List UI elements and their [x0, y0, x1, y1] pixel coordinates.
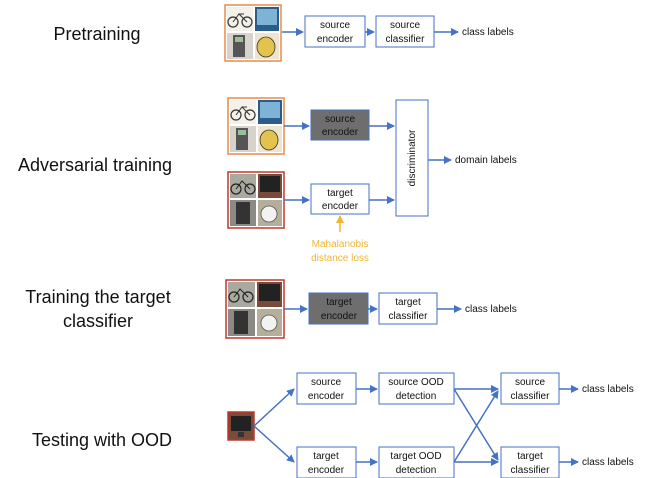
- source-classifier-label-l2: classifier: [386, 34, 426, 45]
- target-classifier-label-l1: target: [395, 297, 421, 308]
- output-class-labels-test-target: class labels: [582, 457, 634, 468]
- test-target-encoder-label-l1: target: [313, 451, 339, 462]
- loss-label-l2: distance loss: [311, 253, 369, 264]
- output-class-labels-training: class labels: [465, 304, 517, 315]
- test-source-encoder-label-l1: source: [311, 377, 341, 388]
- output-class-labels: class labels: [462, 27, 514, 38]
- target-ood-label-l1: target OOD: [390, 451, 441, 462]
- test-source-classifier-label-l1: source: [515, 377, 545, 388]
- source-image-grid: [224, 4, 282, 62]
- arrow: [453, 390, 499, 463]
- test-target-encoder-label-l2: encoder: [308, 465, 345, 476]
- source-encoder-label-l2: encoder: [317, 34, 354, 45]
- target-ood-label-l2: detection: [396, 465, 437, 476]
- arrow: [253, 388, 295, 427]
- stage-label-adversarial: Adversarial training: [18, 155, 172, 175]
- source-classifier-box: [375, 15, 435, 48]
- source-encoder-box: [304, 15, 366, 48]
- arrow: [253, 425, 295, 463]
- stage-label-pretraining: Pretraining: [53, 24, 140, 44]
- loss-label-l1: Mahalanobis: [312, 239, 369, 250]
- target-classifier-box: [378, 292, 438, 325]
- source-encoder-label-l1: source: [320, 20, 350, 31]
- target-encoder-label-l2: encoder: [322, 201, 359, 212]
- target-encoder-box: [310, 183, 370, 215]
- test-source-classifier-label-l2: classifier: [511, 391, 551, 402]
- target-image-grid-adversarial: [227, 171, 285, 229]
- test-image: [227, 411, 255, 441]
- target-classifier-label-l2: classifier: [389, 311, 429, 322]
- test-source-encoder-label-l2: encoder: [308, 391, 345, 402]
- source-ood-label-l1: source OOD: [388, 377, 444, 388]
- target-ood-detection-box: [378, 446, 455, 478]
- source-ood-label-l2: detection: [396, 391, 437, 402]
- test-target-encoder-box: [296, 446, 357, 478]
- test-source-encoder-box: [296, 372, 357, 405]
- stage-label-target-classifier-line2: classifier: [63, 311, 133, 331]
- arrow: [453, 388, 499, 461]
- source-encoder-frozen-label-l1: source: [325, 114, 355, 125]
- stage-label-testing: Testing with OOD: [32, 430, 172, 450]
- source-image-grid-adversarial: [227, 97, 285, 155]
- source-ood-detection-box: [378, 372, 455, 405]
- discriminator-label: discriminator: [407, 129, 418, 186]
- output-domain-labels: domain labels: [455, 155, 517, 166]
- output-class-labels-test-source: class labels: [582, 384, 634, 395]
- target-image-grid-training: [225, 279, 285, 339]
- target-encoder-frozen-box: [308, 292, 369, 325]
- test-target-classifier-label-l1: target: [517, 451, 543, 462]
- source-encoder-frozen-box: [310, 109, 370, 141]
- test-source-classifier-box: [500, 372, 560, 405]
- target-encoder-label-l1: target: [327, 188, 353, 199]
- discriminator-box: [395, 99, 429, 217]
- target-encoder-frozen-label-l2: encoder: [321, 311, 358, 322]
- target-encoder-frozen-label-l1: target: [326, 297, 352, 308]
- source-classifier-label-l1: source: [390, 20, 420, 31]
- stage-label-target-classifier-line1: Training the target: [25, 287, 170, 307]
- source-encoder-frozen-label-l2: encoder: [322, 127, 359, 138]
- test-target-classifier-label-l2: classifier: [511, 465, 551, 476]
